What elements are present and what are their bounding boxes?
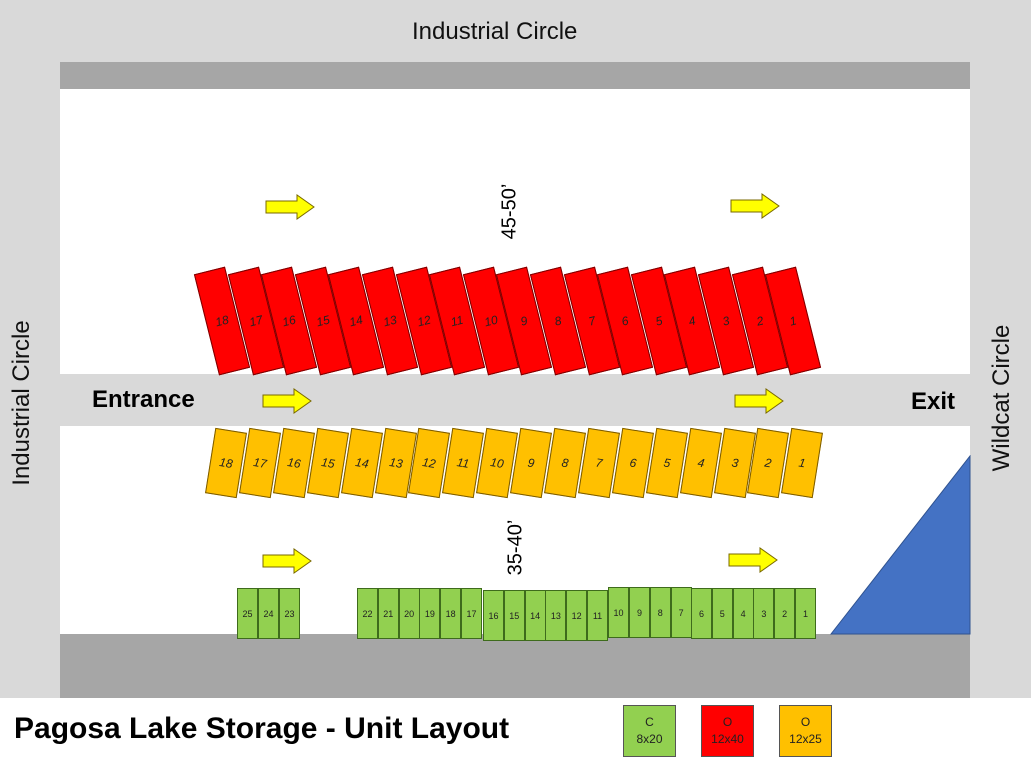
road-right xyxy=(970,0,1031,698)
green-unit: 7 xyxy=(670,587,692,638)
green-unit: 18 xyxy=(440,588,462,639)
pavement-bottom xyxy=(60,634,970,698)
green-unit: 11 xyxy=(587,590,608,641)
green-unit: 1 xyxy=(795,588,816,639)
green-unit: 19 xyxy=(419,588,441,639)
pavement-top xyxy=(60,62,970,89)
green-unit: 6 xyxy=(691,588,712,639)
green-unit: 13 xyxy=(545,590,567,641)
road-label-top: Industrial Circle xyxy=(412,18,578,45)
dimension-upper: 45-50’ xyxy=(498,183,521,240)
legend-code: O xyxy=(722,715,733,729)
green-unit: 12 xyxy=(566,590,588,641)
green-unit: 14 xyxy=(524,590,546,641)
road-top xyxy=(0,0,1031,62)
green-unit: 9 xyxy=(629,587,650,638)
green-unit: 23 xyxy=(279,588,300,639)
green-unit: 5 xyxy=(711,588,733,639)
blue-triangle-shape xyxy=(830,455,971,635)
arrow-right-icon xyxy=(265,194,315,220)
green-unit: 2 xyxy=(774,588,796,639)
green-unit: 22 xyxy=(357,588,378,639)
green-unit: 10 xyxy=(608,587,629,638)
green-unit: 4 xyxy=(732,588,754,639)
legend-size: 12x25 xyxy=(789,732,822,746)
legend-red: O 12x40 xyxy=(701,705,754,757)
entrance-label: Entrance xyxy=(92,386,195,413)
green-unit: 24 xyxy=(258,588,279,639)
legend-size: 8x20 xyxy=(636,732,663,746)
arrow-right-icon xyxy=(730,193,780,219)
legend-orange: O 12x25 xyxy=(779,705,832,757)
arrow-right-icon xyxy=(262,388,312,414)
green-unit: 17 xyxy=(461,588,482,639)
green-unit: 21 xyxy=(377,588,399,639)
road-left xyxy=(0,0,60,698)
green-unit: 20 xyxy=(398,588,420,639)
arrow-right-icon xyxy=(728,547,778,573)
page-title: Pagosa Lake Storage - Unit Layout xyxy=(14,712,510,745)
road-label-right: Wildcat Circle xyxy=(988,324,1015,472)
legend-code: O xyxy=(800,715,811,729)
green-unit: 15 xyxy=(503,590,525,641)
legend-green: C 8x20 xyxy=(623,705,676,757)
green-unit: 3 xyxy=(753,588,775,639)
arrow-right-icon xyxy=(262,548,312,574)
green-unit: 25 xyxy=(237,588,258,639)
arrow-right-icon xyxy=(734,388,784,414)
legend-code: C xyxy=(645,715,654,729)
dimension-lower: 35-40’ xyxy=(504,519,527,576)
exit-label: Exit xyxy=(911,388,956,415)
road-label-left: Industrial Circle xyxy=(8,320,35,486)
green-unit: 8 xyxy=(649,587,671,638)
green-unit: 16 xyxy=(483,590,504,641)
legend-size: 12x40 xyxy=(711,732,744,746)
driveway xyxy=(60,374,970,426)
